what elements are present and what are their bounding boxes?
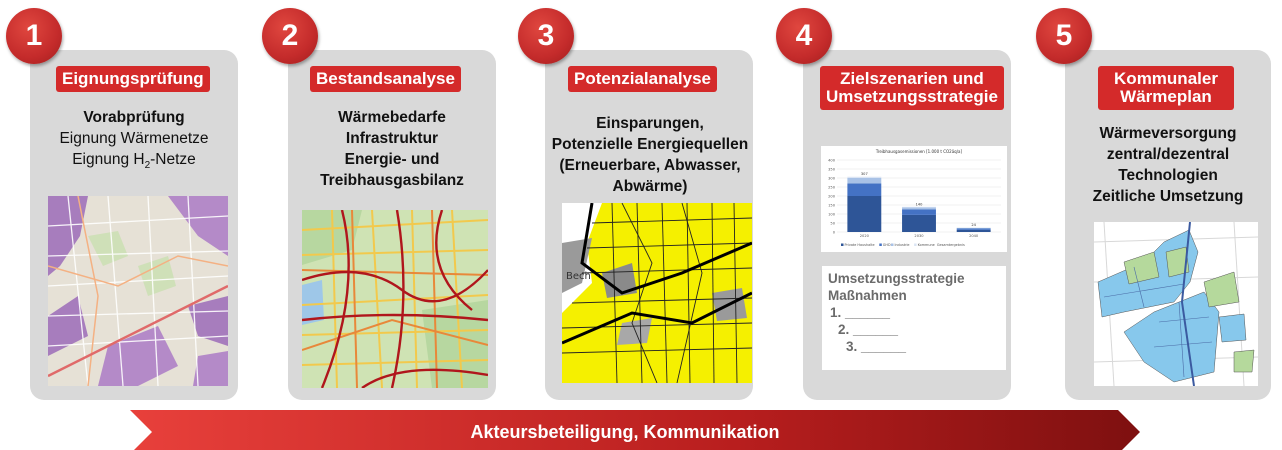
step-desc-line: Wärmeversorgung xyxy=(1099,125,1237,142)
chart-legend-swatch xyxy=(914,243,917,246)
step-number-1: 1 xyxy=(6,8,62,64)
step-number-5: 5 xyxy=(1036,8,1092,64)
step-label-line: Wärmeplan xyxy=(1120,87,1212,106)
step-label-line: Umsetzungsstrategie xyxy=(826,87,998,106)
chart-legend-swatch xyxy=(841,243,844,246)
step-desc-line: Zeitliche Umsetzung xyxy=(1092,188,1244,205)
chart-y-tick: 200 xyxy=(828,194,836,198)
step-desc-5: Wärmeversorgung zentral/dezentral Techno… xyxy=(1063,123,1273,207)
strategy-item: 3. ______ xyxy=(846,339,907,354)
chart-y-tick: 300 xyxy=(828,176,836,180)
chart-bar-segment xyxy=(902,206,936,208)
step-label-2: Bestandsanalyse xyxy=(310,66,461,92)
chart-title: Treibhausgasemissionen [1.000 t CO2äq/a] xyxy=(875,149,963,154)
chart-bar-segment xyxy=(956,227,991,229)
stakeholder-arrow-label: Akteursbeteiligung, Kommunikation xyxy=(470,422,780,442)
step-desc-line: Infrastruktur xyxy=(345,130,439,147)
chart-bar-segment xyxy=(847,178,882,184)
chart-bar-segment xyxy=(956,228,991,230)
stakeholder-arrow: Akteursbeteiligung, Kommunikation xyxy=(130,410,1140,450)
map-eignung xyxy=(48,196,228,386)
step-desc-line: Einsparungen, xyxy=(596,115,704,132)
chart-bar-segment xyxy=(902,209,936,215)
chart-y-tick: 250 xyxy=(828,185,836,189)
chart-legend-swatch xyxy=(879,243,882,246)
chart-legend-label: Gesamtergebnis xyxy=(937,243,965,247)
chart-bar-segment xyxy=(902,214,936,232)
strategy-panel: Umsetzungsstrategie Maßnahmen 1. ______ … xyxy=(822,266,1006,370)
step-desc-line: (Erneuerbare, Abwasser, xyxy=(559,157,741,174)
step-label-5: Kommunaler Wärmeplan xyxy=(1098,66,1234,110)
step-desc-line: Wärmebedarfe xyxy=(338,109,446,126)
step-desc-line: Eignung H2-Netze xyxy=(72,151,196,172)
chart-total-label: 140 xyxy=(916,202,924,206)
strategy-item: 2. ______ xyxy=(838,322,899,337)
map-place-label: Bech xyxy=(566,271,591,282)
chart-legend-label: GHD xyxy=(883,243,891,247)
step-label-1: Eignungsprüfung xyxy=(56,66,210,92)
step-desc-2: Wärmebedarfe Infrastruktur Energie- und … xyxy=(288,107,496,191)
chart-y-tick: 50 xyxy=(830,221,835,225)
chart-bar-segment xyxy=(847,183,882,196)
strategy-item: 1. ______ xyxy=(830,305,891,320)
chart-bar-segment xyxy=(847,176,882,178)
map-potenzial: Bech xyxy=(562,203,752,383)
chart-total-label: 307 xyxy=(861,172,868,176)
step-desc-line: Technologien xyxy=(1118,167,1218,184)
chart-legend-label: Private Haushalte xyxy=(845,243,875,247)
step-desc-3: Einsparungen, Potenzielle Energiequellen… xyxy=(540,113,760,197)
step-desc-line: Treibhausgasbilanz xyxy=(320,172,464,189)
chart-x-tick: 2030 xyxy=(914,234,924,238)
step-label-line: Kommunaler xyxy=(1114,69,1218,88)
step-desc-line: zentral/dezentral xyxy=(1106,146,1230,163)
step-desc-line: Energie- und xyxy=(344,151,440,168)
step-desc-line: Abwärme) xyxy=(612,178,688,195)
strategy-subtitle: Maßnahmen xyxy=(828,288,907,303)
step-number-2: 2 xyxy=(262,8,318,64)
map-bestand xyxy=(302,210,488,388)
chart-legend-swatch xyxy=(891,243,894,246)
step-desc-line: Vorabprüfung xyxy=(83,109,185,126)
chart-bar-segment xyxy=(902,207,936,210)
step-desc-line: Eignung Wärmenetze xyxy=(59,130,209,147)
chart-y-tick: 400 xyxy=(828,158,836,162)
chart-legend-label: Industrie xyxy=(895,243,910,247)
step-label-3: Potenzialanalyse xyxy=(568,66,718,92)
step-label-4: Zielszenarien und Umsetzungsstrategie xyxy=(820,66,1004,110)
chart-y-tick: 350 xyxy=(828,167,836,171)
strategy-title: Umsetzungsstrategie xyxy=(828,271,965,286)
chart-total-label: 24 xyxy=(971,223,976,227)
chart-x-tick: 2040 xyxy=(969,234,979,238)
chart-legend-label: Kommune xyxy=(918,243,935,247)
chart-x-tick: 2020 xyxy=(860,234,870,238)
chart-bar-segment xyxy=(847,196,882,232)
emissions-chart: Treibhausgasemissionen [1.000 t CO2äq/a]… xyxy=(821,146,1007,252)
map-waermeplan xyxy=(1094,222,1258,386)
chart-bar-segment xyxy=(956,229,991,232)
step-number-4: 4 xyxy=(776,8,832,64)
step-desc-1: Vorabprüfung Eignung Wärmenetze Eignung … xyxy=(30,107,238,176)
chart-y-tick: 100 xyxy=(828,212,836,216)
step-number-3: 3 xyxy=(518,8,574,64)
step-label-line: Zielszenarien und xyxy=(840,69,984,88)
step-desc-line: Potenzielle Energiequellen xyxy=(551,136,749,153)
chart-y-tick: 0 xyxy=(833,230,836,234)
chart-y-tick: 150 xyxy=(828,203,836,207)
